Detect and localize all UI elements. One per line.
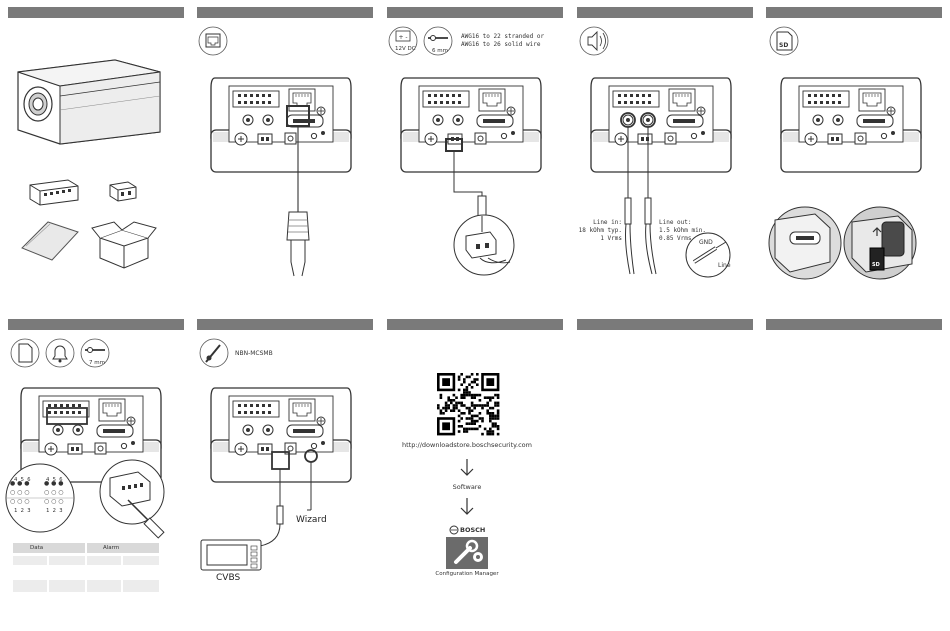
wire-strip-icon xyxy=(423,26,453,56)
panel-4-header xyxy=(577,7,753,18)
panel-2-header xyxy=(197,7,373,18)
cvbs-output-label: CVBS xyxy=(216,573,241,583)
camera-rear-panel xyxy=(780,77,922,173)
svg-text:● ● ●: ● ● ● xyxy=(44,480,64,487)
sd-card-label: SD xyxy=(872,262,880,268)
smb-connector-icon xyxy=(199,338,229,368)
power-voltage-label: 12V DC xyxy=(395,46,416,52)
data-column-header: Data xyxy=(30,545,44,551)
documentation-bag-illustration xyxy=(21,221,79,261)
wire-strip-icon xyxy=(80,338,110,368)
ethernet-port-icon xyxy=(198,26,228,56)
terminal-block-12-pin-illustration xyxy=(29,179,79,206)
smb-connector-model: NBN-MCSMB xyxy=(235,350,273,357)
qr-code xyxy=(437,373,500,436)
ethernet-cable-illustration xyxy=(286,105,310,277)
pin-assignment-table xyxy=(13,543,159,592)
line-in-impedance: 18 kOhm typ. xyxy=(578,227,622,234)
svg-text:+ -: + - xyxy=(398,34,407,41)
sd-card-icon xyxy=(769,26,799,56)
alarm-column-header: Alarm xyxy=(103,545,120,551)
video-monitor-cable-illustration xyxy=(200,449,318,571)
data-file-icon xyxy=(10,338,40,368)
svg-text:○ ○ ○: ○ ○ ○ xyxy=(10,489,30,496)
panel-5-header xyxy=(766,7,942,18)
terminal-block-2-pin-illustration xyxy=(109,181,137,202)
camera-rear-panel xyxy=(210,387,352,483)
line-out-voltage: 0.85 Vrms xyxy=(659,235,692,242)
panel-8-header xyxy=(387,319,563,330)
packaging-box-illustration xyxy=(91,221,157,269)
awg-spec-line-2: AWG16 to 26 solid wire xyxy=(461,41,541,48)
software-label: Software xyxy=(452,483,482,491)
line-out-label: Line out: xyxy=(659,219,692,226)
sd-icon-label: SD xyxy=(779,42,789,49)
download-url: http://downloadstore.boschsecurity.com xyxy=(401,441,532,449)
awg-spec-line-1: AWG16 to 22 stranded or xyxy=(461,33,545,40)
svg-text:○ ○ ○: ○ ○ ○ xyxy=(10,498,30,505)
line-in-voltage: 1 Vrms xyxy=(600,235,622,242)
svg-text:○ ○ ○: ○ ○ ○ xyxy=(44,498,64,505)
panel-9-header xyxy=(577,319,753,330)
sd-card-insertion-illustration xyxy=(768,206,917,280)
terminal-pinout-magnifier: ● ● ● ● ● ● ○ ○ ○ ○ ○ ○ ○ ○ ○ ○ ○ ○ xyxy=(5,407,88,533)
gnd-label: GND xyxy=(699,239,713,246)
io-pin-numbers-bottom-left: 1 2 3 xyxy=(14,508,31,514)
panel-10-header xyxy=(766,319,942,330)
speaker-icon xyxy=(579,26,609,56)
panel-7-header xyxy=(197,319,373,330)
io-pin-numbers-top-left: 4 5 6 xyxy=(14,477,31,483)
camera-body-illustration xyxy=(17,59,161,145)
arrow-down-icon xyxy=(460,459,474,476)
wizard-button-label: Wizard xyxy=(296,515,327,525)
camera-rear-panel xyxy=(590,77,732,173)
audio-cables-illustration xyxy=(620,112,731,278)
power-connector-icon: + - xyxy=(388,26,418,56)
panel-3-header xyxy=(387,7,563,18)
terminal-screwdriver-magnifier xyxy=(99,459,165,539)
line-label: Line xyxy=(718,262,731,269)
panel-6-header xyxy=(8,319,184,330)
bosch-logo-icon xyxy=(449,525,459,535)
panel-1-header xyxy=(8,7,184,18)
wire-strip-length-label: 7 mm xyxy=(89,360,105,366)
configuration-manager-label: Configuration Manager xyxy=(435,571,499,577)
wire-strip-length-label: 6 mm xyxy=(432,48,448,54)
power-cable-illustration xyxy=(445,138,515,276)
io-pin-numbers-bottom-right: 1 2 3 xyxy=(46,508,63,514)
bosch-brand: BOSCH xyxy=(460,526,486,534)
line-in-label: Line in: xyxy=(593,219,622,226)
camera-rear-panel xyxy=(210,77,352,173)
svg-text:● ● ●: ● ● ● xyxy=(10,480,30,487)
alarm-bell-icon xyxy=(45,338,75,368)
line-out-impedance: 1.5 kOhm min. xyxy=(659,227,706,234)
svg-text:○ ○ ○: ○ ○ ○ xyxy=(44,489,64,496)
arrow-down-icon xyxy=(460,498,474,515)
io-pin-numbers-top-right: 4 5 6 xyxy=(46,477,63,483)
configuration-manager-icon xyxy=(446,537,488,569)
camera-rear-panel xyxy=(400,77,542,173)
